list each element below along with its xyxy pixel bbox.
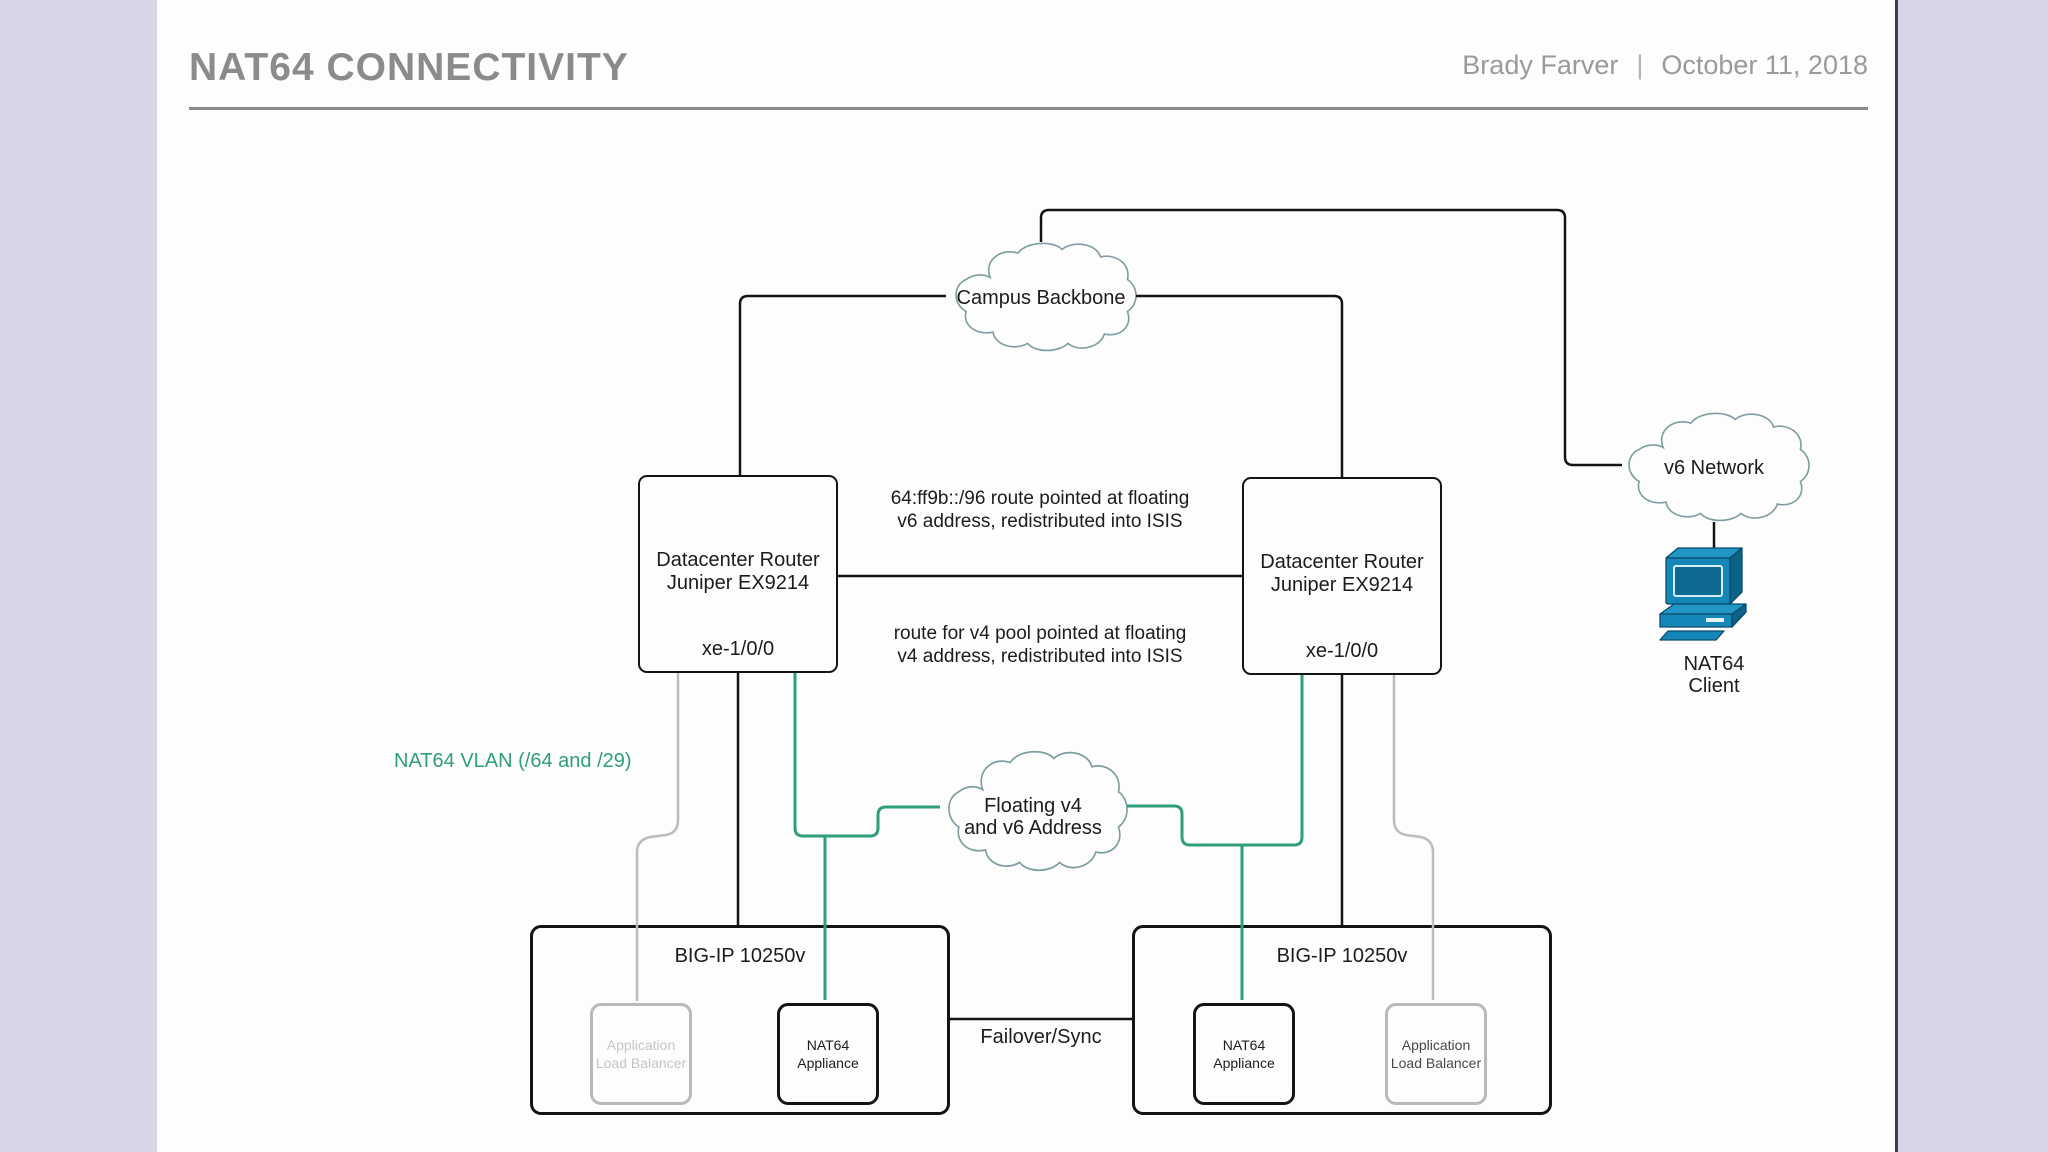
- date-text: October 11, 2018: [1661, 50, 1868, 80]
- nat64-vlan-label: NAT64 VLAN (/64 and /29): [394, 750, 632, 772]
- router-name: Datacenter Router Juniper EX9214: [1260, 551, 1424, 596]
- router-port: xe-1/0/0: [1305, 640, 1379, 662]
- bigip-title: BIG-IP 10250v: [674, 945, 806, 967]
- bigip-title: BIG-IP 10250v: [1276, 945, 1408, 967]
- byline: Brady Farver | October 11, 2018: [1462, 50, 1868, 81]
- v6-network-label: v6 Network: [1663, 457, 1765, 479]
- header-divider: [189, 107, 1868, 110]
- author-name: Brady Farver: [1462, 50, 1619, 80]
- application-load-balancer-left: Application Load Balancer: [590, 1003, 692, 1105]
- nat64-appliance-left: NAT64 Appliance: [777, 1003, 879, 1105]
- router-port: xe-1/0/0: [701, 638, 775, 660]
- v4-route-annotation: route for v4 pool pointed at floating v4…: [893, 623, 1187, 667]
- campus-backbone-label: Campus Backbone: [956, 287, 1126, 309]
- router-name: Datacenter Router Juniper EX9214: [656, 549, 820, 594]
- bigip-box-left: BIG-IP 10250v Application Load Balancer …: [530, 925, 950, 1115]
- datacenter-router-left: Datacenter Router Juniper EX9214 xe-1/0/…: [638, 475, 838, 673]
- page-title: NAT64 CONNECTIVITY: [189, 46, 629, 89]
- byline-separator: |: [1636, 50, 1644, 80]
- v6-route-annotation: 64:ff9b::/96 route pointed at floating v…: [890, 488, 1190, 532]
- failover-sync-label: Failover/Sync: [980, 1026, 1102, 1048]
- application-load-balancer-right: Application Load Balancer: [1385, 1003, 1487, 1105]
- nat64-appliance-right: NAT64 Appliance: [1193, 1003, 1295, 1105]
- bigip-box-right: BIG-IP 10250v NAT64 Appliance Applicatio…: [1132, 925, 1552, 1115]
- nat64-client-label: NAT64 Client: [1683, 653, 1745, 697]
- floating-address-label: Floating v4 and v6 Address: [964, 795, 1102, 839]
- datacenter-router-right: Datacenter Router Juniper EX9214 xe-1/0/…: [1242, 477, 1442, 675]
